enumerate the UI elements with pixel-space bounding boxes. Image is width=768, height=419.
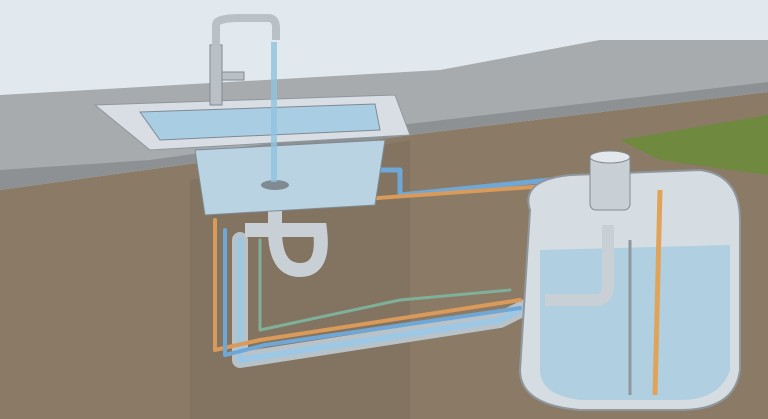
grass [620, 115, 768, 175]
drain-trap-icon [245, 185, 328, 278]
septic-tank-icon [518, 150, 741, 411]
faucet-icon [209, 14, 280, 182]
sink-icon [93, 94, 411, 216]
pipes [213, 167, 562, 368]
water-stream [271, 42, 277, 182]
